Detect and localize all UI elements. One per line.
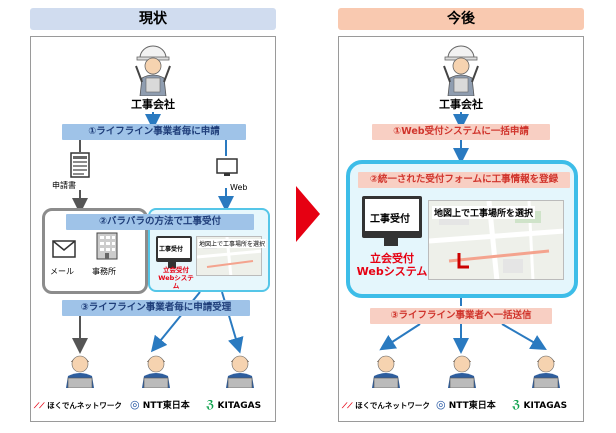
- map-select-small-label: 地図上で工事場所を選択: [198, 239, 267, 248]
- step3-bar: ③ライフライン事業者へ一括送信: [370, 308, 552, 324]
- operator-with-laptop-icon: [226, 355, 254, 388]
- system-name-line2: Webシステム: [356, 265, 428, 278]
- application-form-label: 申請書: [52, 181, 76, 190]
- future-state-header: 今後: [338, 8, 584, 30]
- mail-label: メール: [50, 267, 74, 276]
- step2-bar: ②バラバラの方法で工事受付: [66, 214, 254, 230]
- document-icon: [70, 152, 90, 178]
- office-building-icon: [96, 232, 118, 260]
- kitagas-logo: ℨ KITAGAS: [512, 398, 567, 411]
- kitagas-logo-text: KITAGAS: [217, 401, 262, 411]
- ntt-logo: ◎ NTT東日本: [130, 398, 190, 411]
- operator-with-laptop-icon: [372, 355, 400, 388]
- kitagas-logo-text: KITAGAS: [523, 401, 568, 411]
- web-system-name: 立会受付 Webシステム: [356, 252, 428, 278]
- hokuden-mark-icon: ⟋⟋: [34, 401, 45, 410]
- web-system-small-name: 立会受付 Webシステム: [157, 266, 195, 290]
- step2-bar: ②統一された受付フォームに工事情報を登録: [358, 172, 570, 188]
- ntt-mark-icon: ◎: [130, 398, 140, 411]
- kouji-uketsuke-label: 工事受付: [370, 214, 410, 225]
- system-name-line2: Webシステム: [158, 274, 194, 290]
- step1-bar: ①Web受付システムに一括申請: [372, 124, 550, 140]
- kitagas-mark-icon: ℨ: [206, 398, 215, 411]
- construction-worker-icon: [443, 45, 479, 96]
- hokuden-logo-text: ほくでんネットワーク: [355, 401, 430, 410]
- company-label: 工事会社: [131, 98, 175, 111]
- ntt-logo-text: NTT東日本: [448, 401, 496, 411]
- monitor-stand: [168, 262, 176, 268]
- system-name-line1: 立会受付: [370, 252, 414, 265]
- ntt-logo: ◎ NTT東日本: [436, 398, 496, 411]
- web-system-monitor: [362, 196, 422, 238]
- operator-with-laptop-icon: [448, 355, 476, 388]
- company-label: 工事会社: [439, 98, 483, 111]
- kitagas-mark-icon: ℨ: [512, 398, 521, 411]
- hokuden-logo-text: ほくでんネットワーク: [47, 401, 122, 410]
- transition-arrow-icon: [296, 186, 320, 242]
- operator-with-laptop-icon: [66, 355, 94, 388]
- current-state-header: 現状: [30, 8, 276, 30]
- office-label: 事務所: [92, 267, 116, 276]
- kouji-uketsuke-small-label: 工事受付: [159, 246, 184, 253]
- operator-with-laptop-icon: [142, 355, 170, 388]
- hokuden-mark-icon: ⟋⟋: [342, 401, 353, 410]
- hokuden-logo: ⟋⟋ ほくでんネットワーク: [342, 400, 430, 411]
- operator-with-laptop-icon: [532, 355, 560, 388]
- ntt-mark-icon: ◎: [436, 398, 446, 411]
- construction-worker-icon: [135, 45, 171, 96]
- ntt-logo-text: NTT東日本: [142, 401, 190, 411]
- kitagas-logo: ℨ KITAGAS: [206, 398, 261, 411]
- monitor-icon: [216, 158, 238, 176]
- monitor-stand: [384, 238, 398, 246]
- step1-bar: ①ライフライン事業者毎に申請: [62, 124, 246, 140]
- map-select-label: 地図上で工事場所を選択: [432, 206, 536, 219]
- web-label: Web: [230, 183, 248, 192]
- system-name-line1: 立会受付: [163, 266, 189, 274]
- mail-icon: [52, 240, 76, 258]
- step3-bar: ③ライフライン事業者毎に申請受理: [62, 300, 250, 316]
- hokuden-logo: ⟋⟋ ほくでんネットワーク: [34, 400, 122, 411]
- web-system-monitor: [156, 236, 192, 262]
